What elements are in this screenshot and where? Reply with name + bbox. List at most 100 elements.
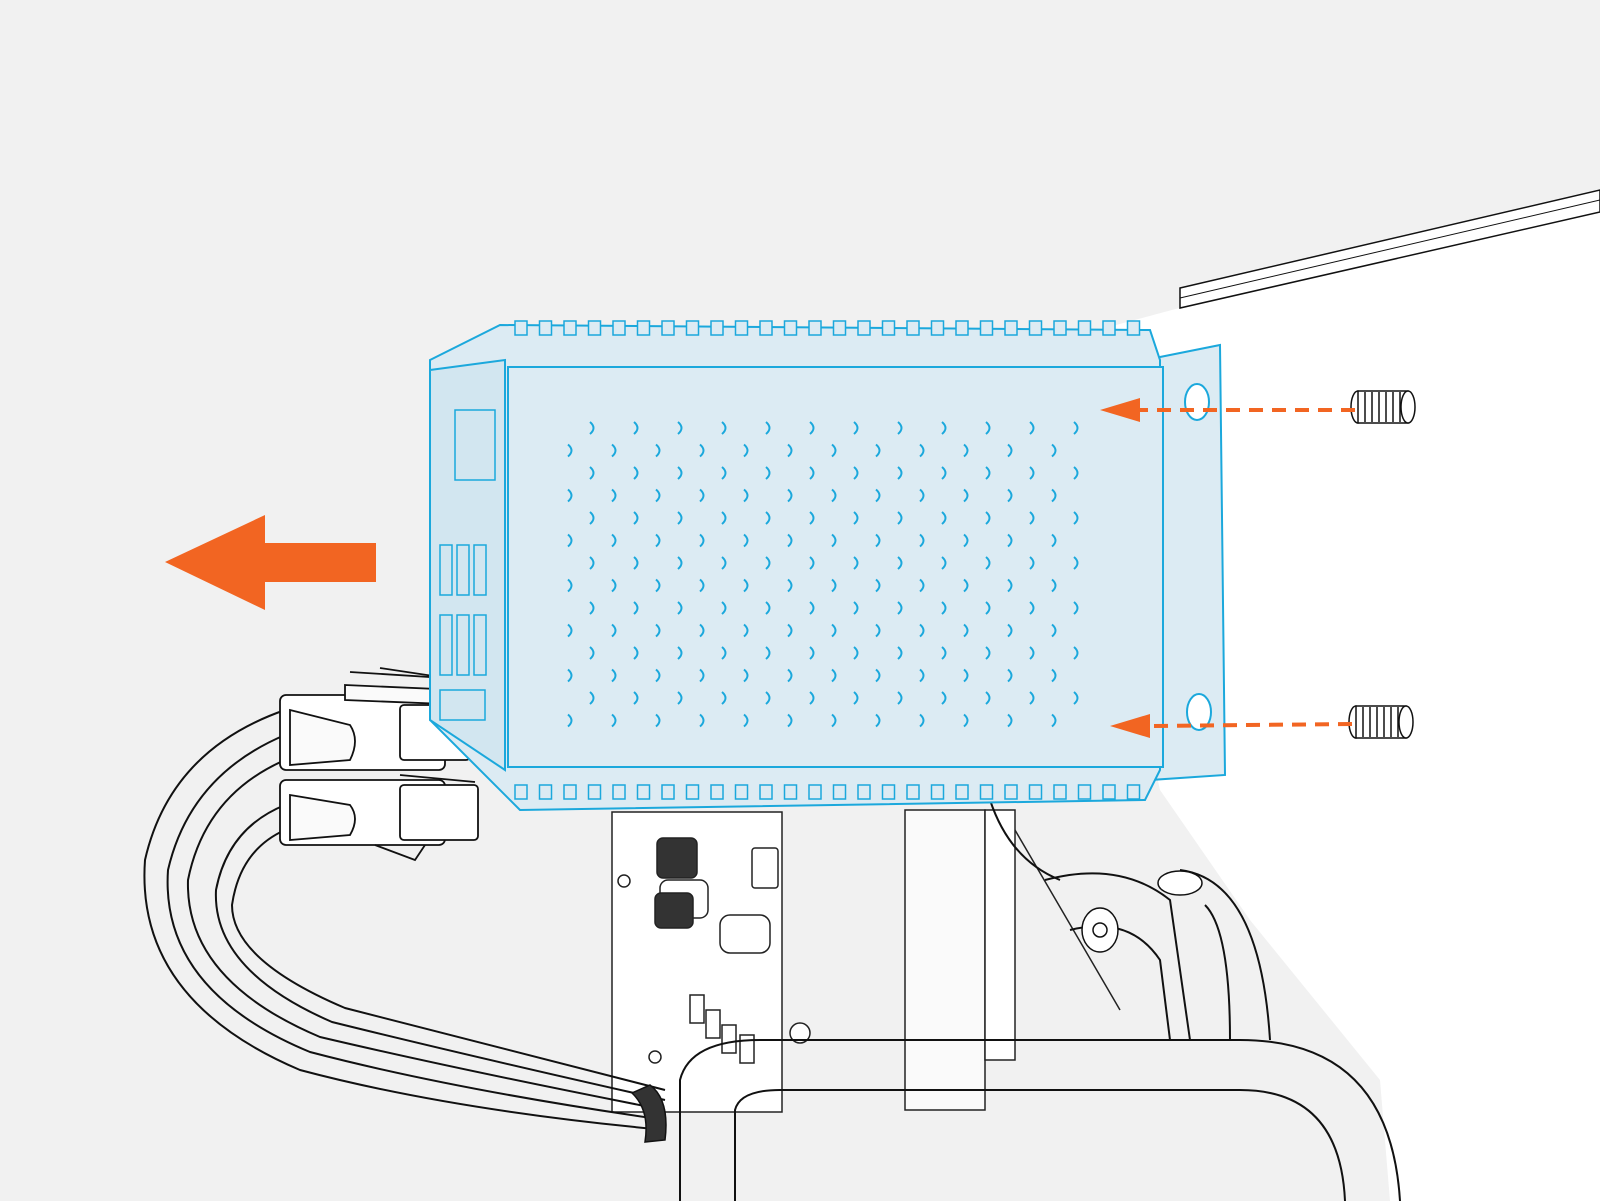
vent-slot: [611, 533, 617, 548]
vent-slot: [1051, 713, 1057, 728]
vent-slot: [963, 443, 969, 458]
vent-slot: [831, 713, 837, 728]
vent-slot: [831, 533, 837, 548]
cooling-fin: [1028, 320, 1043, 336]
vent-slot: [567, 578, 573, 593]
vent-slot: [897, 691, 903, 705]
vent-slot: [985, 556, 991, 570]
vent-slot: [919, 578, 925, 593]
screw-icon: [1348, 705, 1414, 739]
vent-slot: [941, 556, 947, 570]
vent-slot: [875, 488, 881, 503]
cooling-fin: [906, 320, 920, 336]
vent-slot: [897, 556, 903, 570]
cooling-fin: [710, 784, 724, 800]
cooling-fin: [636, 784, 651, 800]
vent-slot: [809, 421, 815, 435]
cooling-fin: [1004, 784, 1018, 800]
cooling-fin: [734, 784, 749, 800]
vent-slot: [1073, 511, 1079, 525]
vent-slot: [743, 533, 749, 548]
vent-slot: [589, 601, 595, 615]
vent-slot: [677, 601, 683, 615]
cooling-fin: [710, 320, 724, 336]
vent-slot: [655, 533, 661, 548]
cooling-fin: [759, 320, 773, 336]
vent-slot: [963, 623, 969, 638]
vent-slot: [655, 623, 661, 638]
vent-slot: [655, 578, 661, 593]
vent-slot: [611, 578, 617, 593]
vent-slot: [809, 646, 815, 660]
psu-side-panel: [507, 366, 1164, 768]
vent-slot: [941, 691, 947, 705]
cooling-fin: [1028, 784, 1043, 800]
vent-slot: [853, 556, 859, 570]
vent-slot: [765, 556, 771, 570]
vent-slot: [1029, 601, 1035, 615]
vent-slot: [809, 511, 815, 525]
vent-slot: [875, 713, 881, 728]
vent-slot: [875, 443, 881, 458]
vent-slot: [963, 578, 969, 593]
vent-slot: [787, 668, 793, 683]
vent-slot: [1007, 533, 1013, 548]
vent-slot: [633, 601, 639, 615]
cooling-fin: [979, 320, 994, 336]
cooling-fin: [538, 784, 553, 800]
cooling-fin: [857, 784, 871, 800]
vent-slot: [765, 601, 771, 615]
vent-slot: [1051, 668, 1057, 683]
vent-slot: [919, 623, 925, 638]
vent-slot: [743, 488, 749, 503]
vent-slot: [853, 466, 859, 480]
vent-slot: [633, 421, 639, 435]
vent-slot: [1051, 578, 1057, 593]
vent-slot: [721, 511, 727, 525]
vent-slot: [699, 533, 705, 548]
cooling-fin: [979, 784, 994, 800]
vent-slot: [611, 623, 617, 638]
psu-port-array: [439, 409, 496, 721]
vent-slot: [765, 466, 771, 480]
vent-slot: [787, 713, 793, 728]
vent-slot: [677, 556, 683, 570]
vent-slot: [1051, 488, 1057, 503]
vent-slot: [589, 466, 595, 480]
vent-slot: [897, 466, 903, 480]
vent-slot: [897, 421, 903, 435]
vent-slot: [1051, 533, 1057, 548]
vent-slot: [721, 691, 727, 705]
cooling-fin: [661, 320, 675, 336]
vent-slot: [787, 623, 793, 638]
vent-slot: [743, 623, 749, 638]
psu-front-face: [429, 358, 506, 772]
vent-slot: [1073, 421, 1079, 435]
vent-slot: [1073, 466, 1079, 480]
vent-slot: [589, 556, 595, 570]
vent-slot: [1007, 623, 1013, 638]
vent-slot: [633, 556, 639, 570]
vent-slot: [633, 511, 639, 525]
vent-slot: [633, 646, 639, 660]
vent-slot: [589, 691, 595, 705]
vent-slot: [985, 511, 991, 525]
cooling-fin: [808, 784, 822, 800]
cooling-fin: [587, 784, 602, 800]
vent-slot: [633, 466, 639, 480]
vent-slot: [721, 421, 727, 435]
vent-slot: [1007, 443, 1013, 458]
cooling-fin: [1102, 784, 1116, 800]
screw-icon: [1350, 390, 1416, 424]
power-connector-icon: [279, 774, 479, 862]
power-supply-module: [429, 320, 1227, 812]
vent-slot: [567, 668, 573, 683]
vent-slot: [919, 443, 925, 458]
vent-slot: [875, 668, 881, 683]
vent-slot: [941, 601, 947, 615]
cooling-fin: [1004, 320, 1018, 336]
vent-slot: [831, 668, 837, 683]
vent-slot: [567, 488, 573, 503]
vent-slot: [611, 668, 617, 683]
